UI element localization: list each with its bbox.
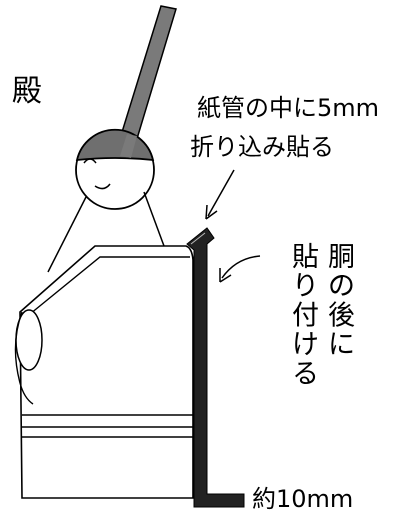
right-neck-line (143, 191, 165, 247)
strip-highlight (190, 232, 206, 245)
note-top-line2: 折り込み貼る (190, 133, 334, 161)
top-arrow-shaft (207, 169, 235, 217)
vertical-char: 後 (328, 300, 355, 331)
vertical-char: 胴 (328, 242, 355, 273)
side-arrow-shaft (221, 255, 261, 279)
vertical-char: 付 (292, 300, 319, 331)
vertical-char: の (328, 271, 355, 302)
paper-strip (186, 227, 245, 508)
vertical-char: 貼 (292, 242, 319, 273)
mouth (94, 183, 111, 190)
vertical-char: る (292, 359, 319, 390)
vertical-char: け (292, 330, 319, 361)
side-arrow-head (219, 268, 232, 283)
note-bottom: 約10mm (252, 485, 353, 512)
body-outline (19, 245, 194, 499)
left-neck-line (47, 196, 87, 273)
title-label: 殿 (12, 74, 42, 109)
sleeve-drape (14, 311, 34, 405)
vertical-char: り (292, 271, 319, 302)
eye (83, 158, 97, 164)
vertical-char: に (328, 330, 355, 361)
note-side-col1: 胴の後に (328, 242, 355, 361)
note-side-col2: 貼り付ける (292, 242, 319, 390)
note-top-line1: 紙管の中に5mm (197, 94, 379, 122)
hair (75, 128, 155, 162)
body-inner-line (29, 256, 190, 315)
stick-over-hair (120, 134, 137, 158)
top-arrow-head (205, 204, 218, 220)
